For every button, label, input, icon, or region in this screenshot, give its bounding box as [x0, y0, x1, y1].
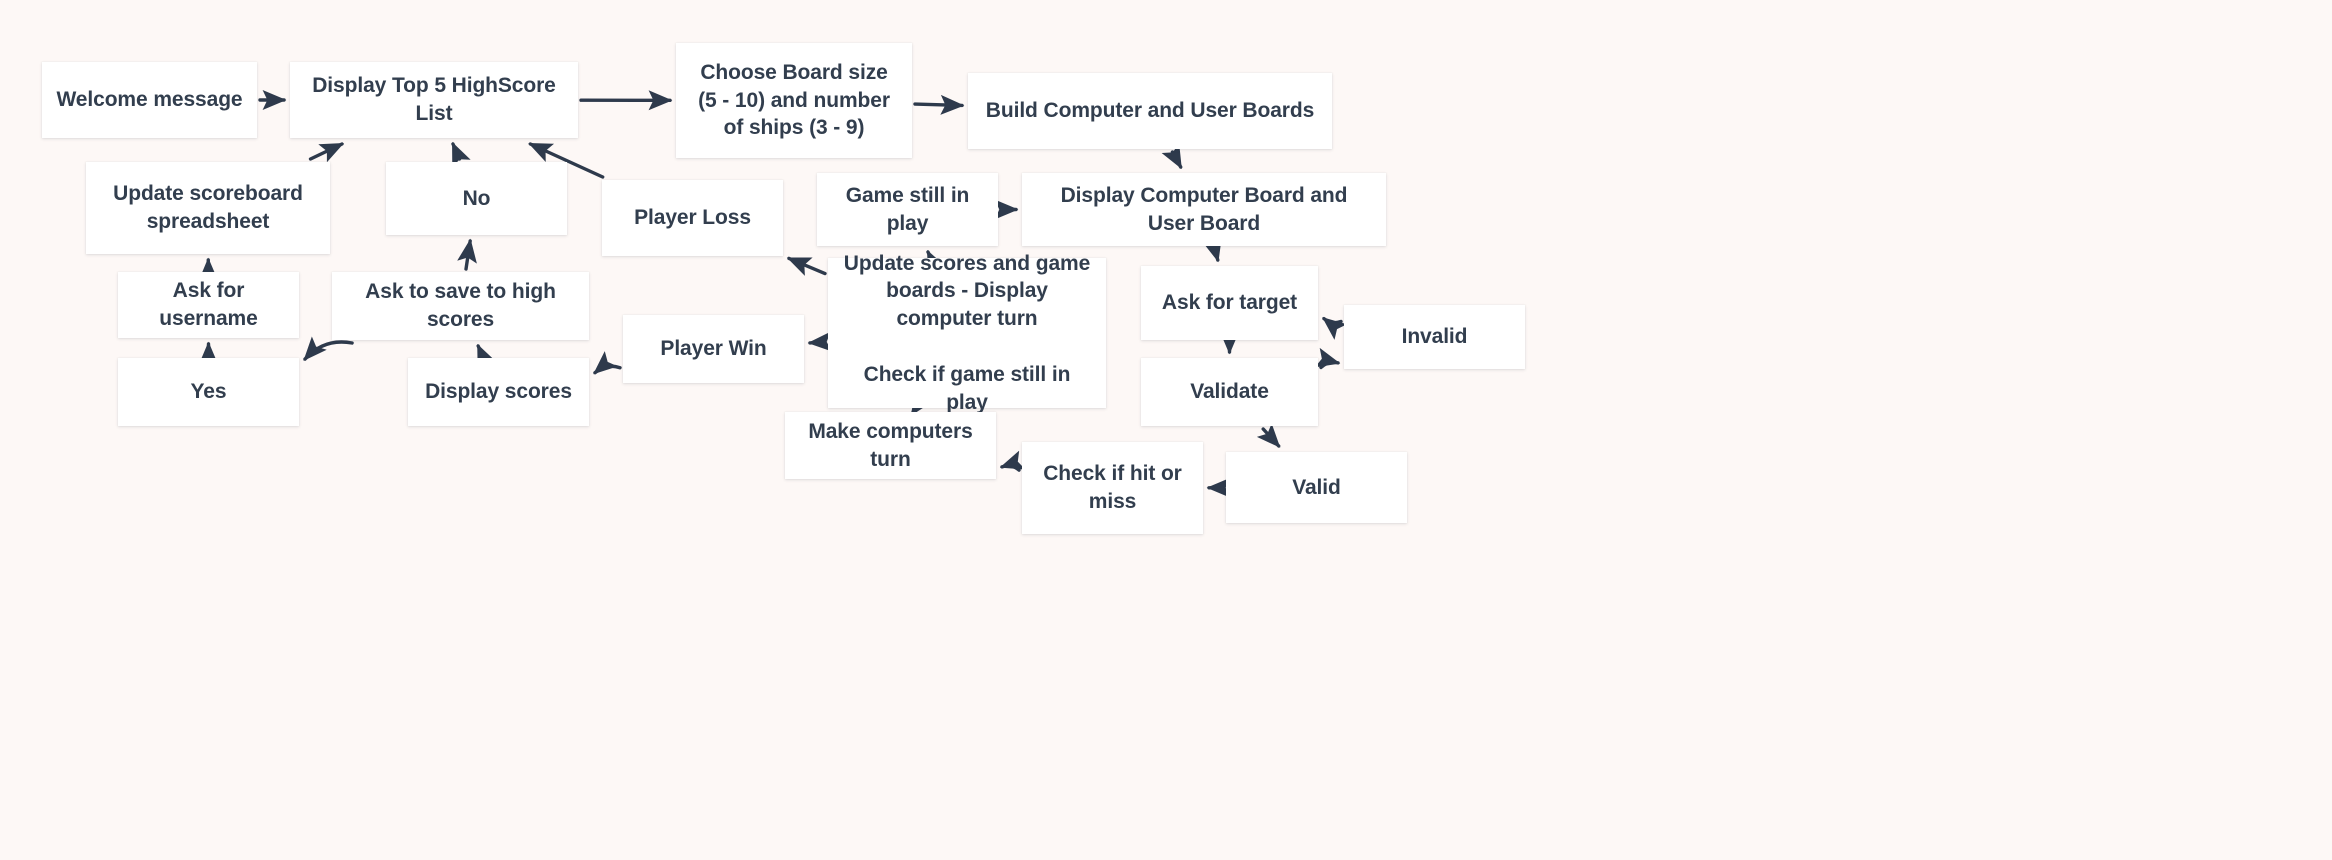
node-label: Build Computer and User Boards	[985, 99, 1315, 123]
node-label: No	[462, 186, 491, 210]
node-label: Make computers turn	[808, 419, 973, 471]
node-label: Update scores and game boards - Display …	[843, 251, 1091, 331]
node-label: Display Top 5 HighScore List	[312, 74, 556, 125]
node-build_boards[interactable]: Build Computer and User Boards	[968, 73, 1332, 149]
node-label: Game still in play	[845, 183, 970, 235]
node-update_sheet[interactable]: Update scoreboard spreadsheet	[86, 162, 330, 254]
node-label: Yes	[190, 380, 227, 404]
node-player_win[interactable]: Player Win	[623, 315, 804, 383]
node-label: Ask to save to high scores	[365, 280, 556, 331]
node-label: Validate	[1190, 380, 1269, 404]
node-check_hit[interactable]: Check if hit or miss	[1022, 442, 1203, 534]
node-ask_target[interactable]: Ask for target	[1141, 266, 1318, 340]
node-invalid[interactable]: Invalid	[1344, 305, 1525, 369]
edge-validate-to-invalid	[1314, 347, 1341, 370]
node-label: Display scores	[425, 380, 572, 404]
edge-update_scores-to-player_loss	[786, 256, 827, 276]
node-label: Welcome message	[56, 88, 243, 112]
edge-invalid-to-ask_target	[1322, 316, 1347, 340]
node-label: Ask for target	[1161, 291, 1298, 315]
edge-update_scores-to-player_win	[807, 331, 833, 352]
node-label: Display Computer Board and User Board	[1060, 183, 1348, 235]
node-label: Choose Board size (5 - 10) and number of…	[698, 60, 890, 140]
edge-check_hit-to-computers_turn	[999, 450, 1026, 472]
node-welcome[interactable]: Welcome message	[42, 62, 257, 138]
edge-ask_save-to-yes	[303, 336, 354, 361]
node-valid[interactable]: Valid	[1226, 452, 1407, 523]
edge-validate-to-valid	[1256, 423, 1281, 448]
edge-update_sheet-to-top5	[308, 142, 345, 163]
node-validate[interactable]: Validate	[1141, 358, 1318, 426]
edge-display_boards-to-ask_target	[1202, 236, 1222, 263]
edge-ask_save-to-no	[457, 238, 477, 271]
node-game_in_play[interactable]: Game still in play	[817, 173, 998, 246]
edge-choose_board-to-build_boards	[913, 94, 965, 115]
node-computers_turn[interactable]: Make computers turn	[785, 412, 996, 479]
edge-no-to-top5	[451, 141, 471, 168]
node-label: Update scoreboard spreadsheet	[113, 182, 303, 233]
node-label: Check if hit or miss	[1043, 462, 1182, 513]
node-label: Valid	[1292, 475, 1341, 499]
node-top5[interactable]: Display Top 5 HighScore List	[290, 62, 578, 138]
edge-player_win-to-display_scores	[593, 351, 622, 375]
node-ask_save[interactable]: Ask to save to high scores	[332, 272, 589, 340]
node-update_scores[interactable]: Update scores and game boards - Display …	[828, 252, 1106, 414]
node-yes[interactable]: Yes	[118, 358, 299, 426]
node-label: Player Win	[660, 337, 767, 361]
node-no[interactable]: No	[386, 162, 567, 235]
node-choose_board[interactable]: Choose Board size (5 - 10) and number of…	[676, 43, 912, 158]
node-display_boards[interactable]: Display Computer Board and User Board	[1022, 173, 1386, 246]
node-player_loss[interactable]: Player Loss	[602, 180, 783, 256]
edge-display_scores-to-ask_save	[476, 343, 496, 370]
node-label: Player Loss	[634, 206, 751, 230]
node-label: Invalid	[1401, 325, 1468, 349]
node-label-secondary: Check if game still in play	[863, 362, 1071, 414]
node-display_scores[interactable]: Display scores	[408, 358, 589, 426]
edge-build_boards-to-display_boards	[1161, 143, 1183, 170]
node-label: Ask for username	[159, 279, 258, 330]
node-ask_username[interactable]: Ask for username	[118, 272, 299, 338]
